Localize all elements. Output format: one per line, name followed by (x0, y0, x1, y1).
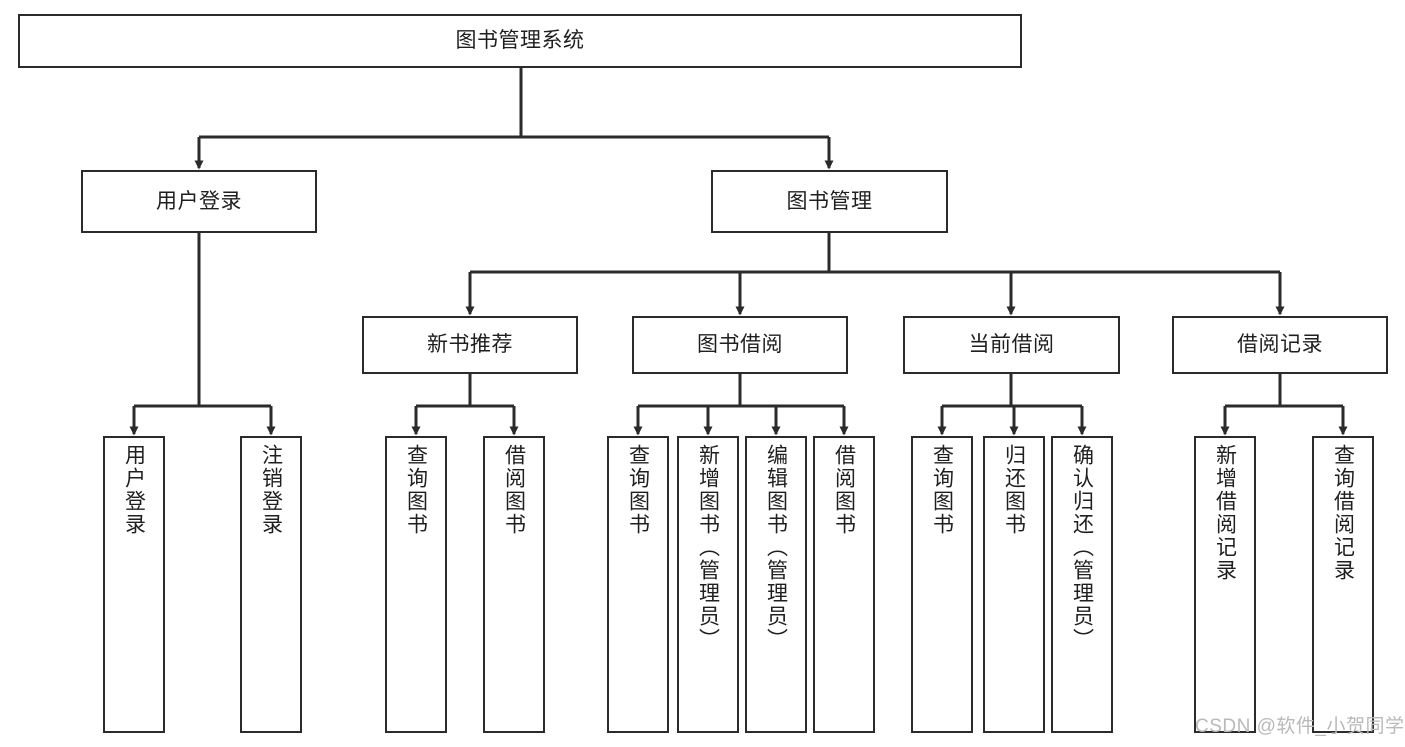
node-book-manage[interactable]: 图书管理 (711, 170, 948, 233)
node-leaf-bb-borrow[interactable]: 借阅图书 (813, 436, 875, 733)
node-leaf-nb-borrow[interactable]: 借阅图书 (483, 436, 545, 733)
node-leaf-nb-query[interactable]: 查询图书 (385, 436, 447, 733)
node-label-book-borrow: 图书借阅 (697, 333, 783, 357)
node-leaf-bb-add[interactable]: 新增图书（管理员） (677, 436, 739, 733)
node-book-borrow[interactable]: 图书借阅 (632, 316, 848, 374)
node-label-leaf-bb-borrow: 借阅图书 (832, 444, 856, 536)
node-label-leaf-br-query: 查询借阅记录 (1331, 444, 1355, 582)
node-leaf-user-logout[interactable]: 注销登录 (240, 436, 302, 733)
node-label-borrow-rec: 借阅记录 (1237, 333, 1323, 357)
node-leaf-user-login[interactable]: 用户登录 (103, 436, 165, 733)
node-root[interactable]: 图书管理系统 (18, 14, 1022, 68)
node-cur-borrow[interactable]: 当前借阅 (903, 316, 1120, 374)
node-leaf-cb-query[interactable]: 查询图书 (911, 436, 973, 733)
node-label-leaf-nb-query: 查询图书 (404, 444, 428, 536)
node-leaf-br-add[interactable]: 新增借阅记录 (1194, 436, 1256, 733)
node-label-leaf-cb-confirm: 确认归还（管理员） (1070, 444, 1094, 651)
node-label-leaf-user-login: 用户登录 (122, 444, 146, 536)
node-label-leaf-nb-borrow: 借阅图书 (502, 444, 526, 536)
node-label-leaf-bb-add: 新增图书（管理员） (696, 444, 720, 651)
node-leaf-br-query[interactable]: 查询借阅记录 (1312, 436, 1374, 733)
node-label-leaf-br-add: 新增借阅记录 (1213, 444, 1237, 582)
node-borrow-rec[interactable]: 借阅记录 (1172, 316, 1388, 374)
node-label-user-login: 用户登录 (156, 189, 242, 213)
node-label-cur-borrow: 当前借阅 (968, 333, 1055, 357)
node-label-leaf-cb-return: 归还图书 (1002, 444, 1026, 536)
node-label-leaf-bb-query: 查询图书 (626, 444, 650, 536)
node-label-root: 图书管理系统 (455, 29, 585, 53)
node-user-login[interactable]: 用户登录 (81, 170, 317, 233)
node-label-leaf-cb-query: 查询图书 (930, 444, 954, 536)
node-leaf-cb-confirm[interactable]: 确认归还（管理员） (1051, 436, 1113, 733)
node-label-book-manage: 图书管理 (786, 189, 873, 213)
node-leaf-cb-return[interactable]: 归还图书 (983, 436, 1045, 733)
node-new-book[interactable]: 新书推荐 (362, 316, 578, 374)
node-label-leaf-bb-edit: 编辑图书（管理员） (764, 444, 788, 651)
node-leaf-bb-query[interactable]: 查询图书 (607, 436, 669, 733)
node-leaf-bb-edit[interactable]: 编辑图书（管理员） (745, 436, 807, 733)
node-label-leaf-user-logout: 注销登录 (259, 444, 283, 536)
node-label-new-book: 新书推荐 (427, 333, 513, 357)
watermark-text: CSDN @软件_小贺同学 (1195, 716, 1405, 737)
